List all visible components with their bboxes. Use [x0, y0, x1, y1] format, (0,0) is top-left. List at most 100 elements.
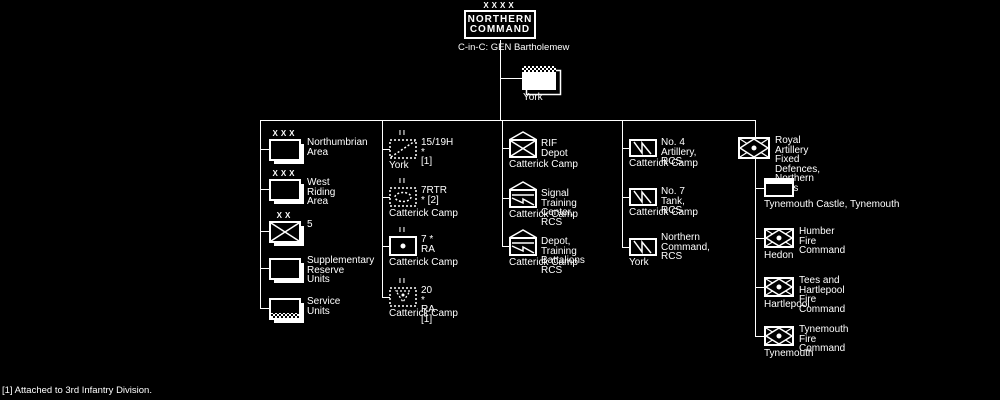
connector — [500, 40, 501, 120]
service-units-symbol — [269, 298, 304, 323]
coast-artillery-symbol — [764, 277, 794, 297]
location-label: York — [389, 160, 409, 171]
location-label: Hartlepool — [764, 299, 810, 310]
echelon-label: XX — [276, 211, 294, 220]
unit-node-no7-tank-rcs: No. 7 Tank, RCS Catterick Camp — [629, 187, 698, 218]
location-label: Catterick Camp — [389, 257, 458, 268]
fort-symbol — [764, 178, 794, 197]
coast-artillery-symbol — [764, 228, 794, 248]
connector — [260, 308, 270, 309]
unit-label: Humber Fire Command — [799, 226, 846, 256]
hq-node-york: York — [522, 66, 562, 103]
area-unit-symbol — [269, 258, 304, 283]
connector — [622, 148, 630, 149]
command-name-line2: COMMAND — [469, 23, 531, 35]
unit-label: Service Units — [307, 296, 341, 317]
location-label: Catterick Camp — [389, 308, 458, 319]
echelon-label: II — [399, 130, 407, 137]
unit-label: Northumbrian Area — [307, 137, 368, 158]
connector — [260, 231, 270, 232]
echelon-label: II — [399, 178, 407, 185]
unit-node-northern-command-rcs: Northern Command, RCS York — [629, 233, 710, 268]
artillery-unit-symbol — [389, 236, 417, 256]
echelon-label: XXX — [272, 129, 298, 138]
unit-label: Tees and Hartlepool Fire Command — [799, 275, 846, 315]
connector — [382, 120, 383, 297]
connector — [260, 189, 270, 190]
unit-label: Tynemouth Castle, Tynemouth — [764, 199, 900, 210]
connector — [260, 120, 756, 121]
connector — [502, 120, 503, 246]
command-name-line1: NORTHERN — [467, 13, 533, 25]
unit-label: No. 4 Artillery, RCS — [661, 137, 697, 167]
unit-node-humber-fire-command: Humber Fire Command Hedon — [764, 227, 845, 261]
location-label: Catterick Camp — [509, 257, 578, 268]
unit-label: West Riding Area — [307, 177, 336, 207]
footnotes: [1] Attached to 3rd Infantry Division. [… — [2, 368, 164, 400]
unit-node-15-19h: II 15/19H * [1] York — [389, 130, 453, 171]
coast-artillery-symbol — [738, 137, 770, 159]
unit-label: Supplementary Reserve Units — [307, 255, 375, 285]
location-label: Catterick Camp — [389, 208, 458, 219]
location-label: Catterick Camp — [629, 207, 698, 218]
location-label: Tynemouth — [764, 348, 814, 359]
connector — [622, 120, 623, 247]
unit-node-west-riding-area: XXX West Riding Area — [269, 169, 335, 206]
location-label: Catterick Camp — [509, 209, 578, 220]
unit-node-no4-artillery-rcs: No. 4 Artillery, RCS Catterick Camp — [629, 138, 698, 169]
unit-node-depot-training-battalions: Depot, Training Battalions RCS Catterick… — [509, 229, 585, 275]
signals-training-symbol — [509, 181, 537, 208]
location-label: Catterick Camp — [629, 158, 698, 169]
connector — [500, 78, 524, 79]
unit-node-rif-depot: RIF Depot Catterick Camp — [509, 131, 578, 170]
infantry-division-symbol — [269, 221, 304, 246]
signals-unit-symbol — [629, 139, 657, 157]
location-label: Catterick Camp — [509, 159, 578, 170]
area-unit-symbol — [269, 179, 304, 204]
coast-artillery-symbol — [764, 326, 794, 346]
unit-node-ra-fixed-defences: Royal Artillery Fixed Defences, Northern… — [738, 136, 820, 193]
unit-node-signal-training-center: Signal Training Center, RCS Catterick Ca… — [509, 181, 578, 227]
hq-location-label: York — [523, 92, 543, 103]
connector — [382, 149, 390, 150]
connector — [502, 148, 510, 149]
connector — [260, 268, 270, 269]
command-echelon: XXXX — [483, 1, 517, 10]
unit-node-20ra: II 20 * RA [1] Catterick Camp — [389, 278, 458, 324]
connector — [755, 287, 765, 288]
footnote-1: [1] Attached to 3rd Infantry Division. — [2, 385, 152, 396]
unit-label: 20 * RA [1] — [421, 285, 435, 325]
area-unit-symbol — [269, 139, 304, 164]
cavalry-unit-symbol — [389, 139, 417, 159]
unit-label: Signal Training Center, RCS — [541, 188, 577, 228]
connector — [622, 247, 630, 248]
connector — [260, 120, 261, 309]
aa-artillery-unit-symbol — [389, 287, 417, 307]
connector — [382, 197, 390, 198]
connector — [755, 336, 765, 337]
unit-label: Depot, Training Battalions RCS — [541, 236, 585, 276]
echelon-label: II — [399, 278, 407, 285]
unit-node-tynemouth-fire-command: Tynemouth Fire Command Tynemouth — [764, 325, 848, 359]
connector — [755, 238, 765, 239]
echelon-label: II — [399, 227, 407, 234]
unit-node-northumbrian-area: XXX Northumbrian Area — [269, 129, 368, 165]
unit-label: RIF Depot — [541, 138, 568, 159]
connector — [622, 197, 630, 198]
unit-node-7ra: II 7 * RA Catterick Camp — [389, 227, 458, 268]
unit-label: 7 * RA — [421, 234, 435, 255]
unit-node-5th-division: XX 5 — [269, 211, 313, 247]
location-label: Hedon — [764, 250, 794, 261]
unit-node-tynemouth-castle: Tynemouth Castle, Tynemouth — [764, 178, 899, 210]
unit-node-supplementary-reserve: Supplementary Reserve Units — [269, 256, 374, 284]
connector — [502, 198, 510, 199]
infantry-depot-symbol — [509, 131, 537, 158]
unit-label: No. 7 Tank, RCS — [661, 186, 685, 216]
signals-unit-symbol — [629, 188, 657, 206]
armour-unit-symbol — [389, 187, 417, 207]
location-label: York — [629, 257, 649, 268]
connector — [382, 297, 390, 298]
unit-node-7rtr: II 7RTR * [2] Catterick Camp — [389, 178, 458, 219]
unit-node-tees-hartlepool-fire-command: Tees and Hartlepool Fire Command Hartlep… — [764, 276, 845, 314]
connector — [502, 246, 510, 247]
